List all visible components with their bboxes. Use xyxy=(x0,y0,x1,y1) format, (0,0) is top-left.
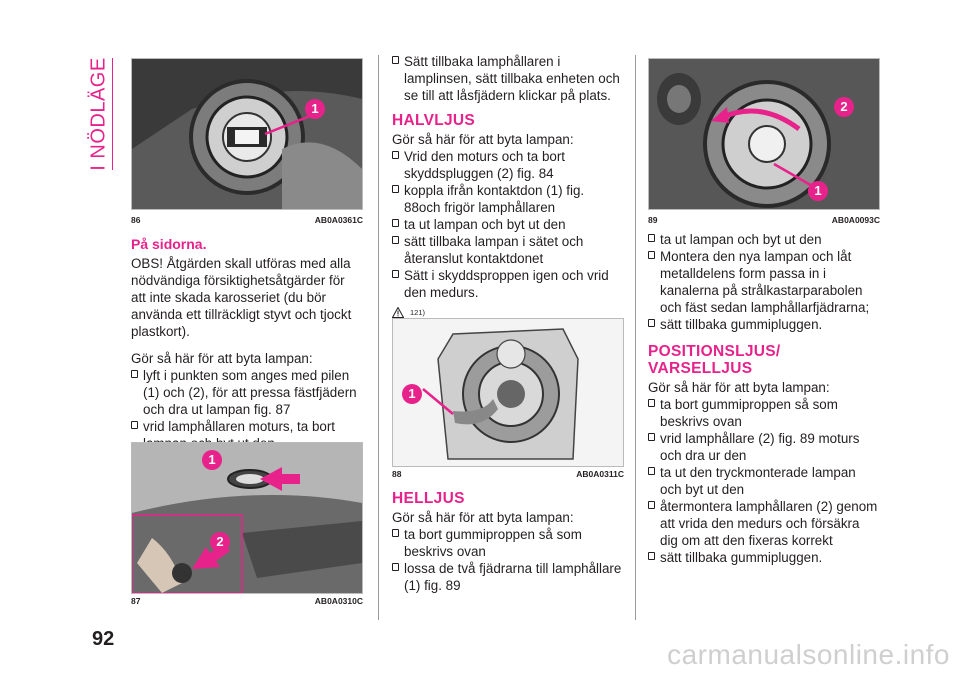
checkbox-bullet-icon xyxy=(392,270,399,278)
halvljus-intro: Gör så här för att byta lampan: xyxy=(392,132,574,147)
list-item: Montera den nya lampan och låt metalldel… xyxy=(648,248,880,316)
chapter-side-title: I NÖDLÄGE xyxy=(87,57,110,171)
figure-86-caption: 86 AB0A0361C xyxy=(131,215,363,225)
watermark: carmanualsonline.info xyxy=(667,639,950,670)
warning-triangle-icon xyxy=(392,307,404,318)
list-item: ta ut den tryckmonterade lampan och byt … xyxy=(648,464,880,498)
checkbox-bullet-icon xyxy=(392,185,399,193)
headlamp-rear-illustration xyxy=(132,59,362,209)
checkbox-bullet-icon xyxy=(648,251,655,259)
figure-88-caption: 88 AB0A0311C xyxy=(392,469,624,479)
checkbox-bullet-icon xyxy=(392,56,399,64)
high-beam-lampholder-illustration xyxy=(649,59,879,209)
list-item: Sätt tillbaka lamphållaren i lamplinsen,… xyxy=(392,53,624,104)
heading-helljus: HELLJUS xyxy=(392,490,465,507)
callout-1: 1 xyxy=(402,384,422,404)
checkbox-bullet-icon xyxy=(648,234,655,242)
helljus-intro: Gör så här för att byta lampan: xyxy=(392,510,574,525)
callout-2: 2 xyxy=(834,97,854,117)
figure-87-caption: 87 AB0A0310C xyxy=(131,596,363,606)
figure-86: 1 xyxy=(131,58,363,210)
position-intro: Gör så här för att byta lampan: xyxy=(648,380,830,395)
figure-87-block: 1 2 87 AB0A0310C xyxy=(131,442,363,608)
list-item: ta ut lampan och byt ut den xyxy=(392,216,624,233)
callout-1: 1 xyxy=(202,450,222,470)
list-item: vrid lamphållare (2) fig. 89 moturs och … xyxy=(648,430,880,464)
list-item: ta bort gummiproppen så som beskrivs ova… xyxy=(648,396,880,430)
checkbox-bullet-icon xyxy=(648,433,655,441)
list-item: sätt tillbaka gummipluggen. xyxy=(648,316,880,333)
checkbox-bullet-icon xyxy=(392,236,399,244)
column-2: Sätt tillbaka lamphållaren i lamplinsen,… xyxy=(392,53,624,321)
note-reference: 121) xyxy=(392,304,624,321)
checkbox-bullet-icon xyxy=(131,370,138,378)
column-2-bottom: HELLJUS Gör så här för att byta lampan: … xyxy=(392,490,624,594)
callout-1: 1 xyxy=(305,99,325,119)
callout-2: 2 xyxy=(210,532,230,552)
checkbox-bullet-icon xyxy=(648,399,655,407)
list-item: Vrid den moturs och ta bort skyddsplugge… xyxy=(392,148,624,182)
checkbox-bullet-icon xyxy=(131,421,138,429)
heading-halvljus: HALVLJUS xyxy=(392,112,476,129)
checkbox-bullet-icon xyxy=(648,467,655,475)
list-item: återmontera lamphållaren (2) genom att v… xyxy=(648,498,880,549)
col1-intro: Gör så här för att byta lampan: xyxy=(131,351,313,366)
callout-1: 1 xyxy=(808,181,828,201)
figure-87: 1 2 xyxy=(131,442,363,594)
checkbox-bullet-icon xyxy=(648,319,655,327)
figure-89-caption: 89 AB0A0093C xyxy=(648,215,880,225)
column-divider xyxy=(635,55,636,620)
checkbox-bullet-icon xyxy=(648,552,655,560)
checkbox-bullet-icon xyxy=(392,529,399,537)
figure-88: 1 xyxy=(392,318,624,467)
obs-paragraph: OBS! Åtgärden skall utföras med alla nöd… xyxy=(131,256,352,339)
list-item: koppla ifrån kontaktdon (1) fig. 88och f… xyxy=(392,182,624,216)
list-item: lyft i punkten som anges med pilen (1) o… xyxy=(131,367,363,418)
figure-89: 2 1 xyxy=(648,58,880,210)
list-item: Sätt i skyddsproppen igen och vrid den m… xyxy=(392,267,624,301)
checkbox-bullet-icon xyxy=(648,501,655,509)
subheading-sides: På sidorna. xyxy=(131,236,207,252)
column-3: 2 1 89 AB0A0093C ta ut lampan och byt ut… xyxy=(648,58,880,566)
figure-88-block: 1 88 AB0A0311C xyxy=(392,318,624,481)
column-1: 1 86 AB0A0361C På sidorna. OBS! Åtgärden… xyxy=(131,58,363,452)
checkbox-bullet-icon xyxy=(392,219,399,227)
low-beam-connector-illustration xyxy=(393,319,623,466)
list-item: sätt tillbaka gummipluggen. xyxy=(648,549,880,566)
page-number: 92 xyxy=(92,628,115,650)
list-item: lossa de två fjädrarna till lamphållare … xyxy=(392,560,624,594)
side-marker-illustration xyxy=(132,443,362,593)
checkbox-bullet-icon xyxy=(392,563,399,571)
list-item: sätt tillbaka lampan i sätet och återans… xyxy=(392,233,624,267)
column-divider xyxy=(378,55,379,620)
chapter-rule xyxy=(112,58,113,170)
list-item: ta ut lampan och byt ut den xyxy=(648,231,880,248)
heading-positionsljus: POSITIONSLJUS/ VARSELLJUS xyxy=(648,343,781,377)
checkbox-bullet-icon xyxy=(392,151,399,159)
list-item: ta bort gummiproppen så som beskrivs ova… xyxy=(392,526,624,560)
